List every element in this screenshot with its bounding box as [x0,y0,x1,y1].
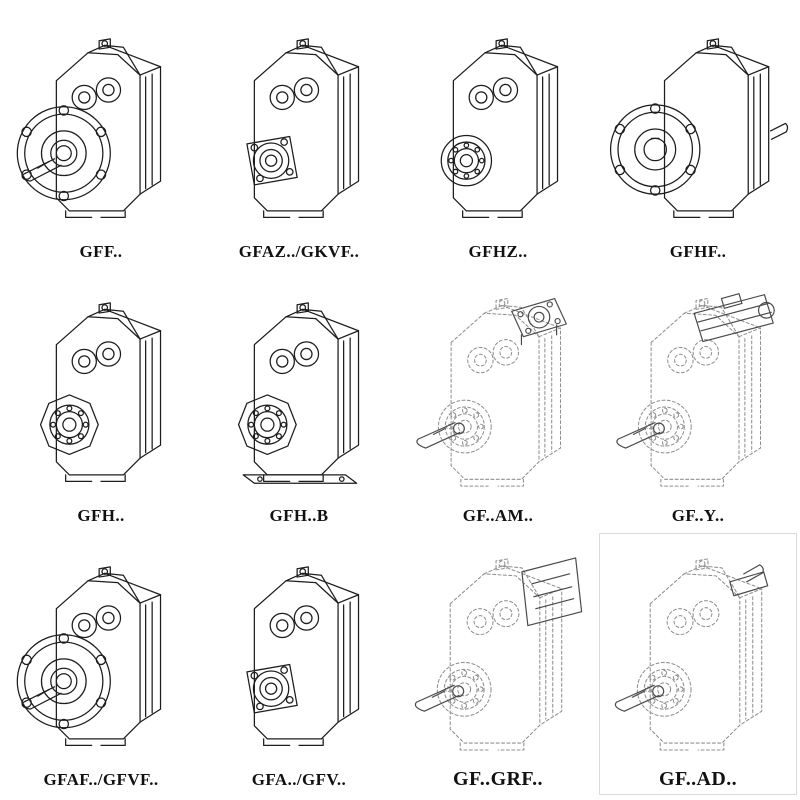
gearbox-drawing-base-rail [200,270,398,503]
product-cell-gfy: GF..Y.. [598,268,798,532]
gearbox-drawing-input-adapter [598,534,798,764]
gearbox-drawing-square-flange [200,534,398,767]
product-label: GF..GRF.. [453,768,543,790]
product-label: GFH.. [77,506,125,526]
product-cell-gff: GFF.. [2,4,200,268]
gearbox-drawing-adapter-box [398,534,598,764]
product-cell-gfa-gfv: GFA../GFV.. [200,532,398,796]
gearbox-drawing-b5-flange [598,6,798,239]
product-label: GFHF.. [669,242,727,262]
product-cell-gfam: GF..AM.. [398,268,598,532]
product-label: GFH..B [269,506,329,526]
product-label: GFA../GFV.. [251,770,347,790]
product-label: GFAF../GFVF.. [43,770,159,790]
gearbox-drawing-output-flange [2,6,200,239]
gearbox-drawing-hollow-shaft [398,6,598,239]
product-label: GF..Y.. [671,506,725,526]
product-cell-gfh: GFH.. [2,268,200,532]
gearbox-drawing-square-flange [200,6,398,239]
gearbox-drawing-iec-adapter [398,270,598,503]
product-label: GFAZ../GKVF.. [238,242,360,262]
gearbox-drawing-output-flange [2,534,200,767]
gearbox-drawing-motor-top [598,270,798,503]
product-cell-gfhb: GFH..B [200,268,398,532]
product-cell-gfhf: GFHF.. [598,4,798,268]
product-cell-gfgrf: GF..GRF.. [398,532,598,796]
product-cell-gfad: GF..AD.. [598,532,798,796]
product-label: GFHZ.. [468,242,528,262]
product-label: GFF.. [79,242,123,262]
product-label: GF..AD.. [658,768,738,790]
product-cell-gfhz: GFHZ.. [398,4,598,268]
product-label: GF..AM.. [462,506,534,526]
product-cell-gfaz-gkvf: GFAZ../GKVF.. [200,4,398,268]
product-cell-gfaf-gfvf: GFAF../GFVF.. [2,532,200,796]
gearbox-drawing-octagon-boss [2,270,200,503]
